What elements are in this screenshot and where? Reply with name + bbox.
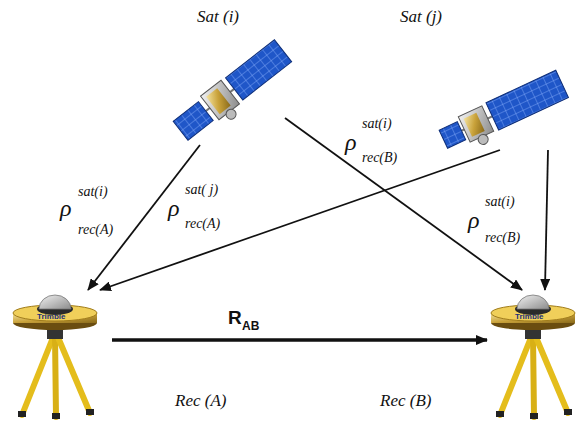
- node-label: Rec (B): [380, 392, 431, 411]
- satellite: Sat (i): [175, 40, 285, 145]
- signal-arrow: [112, 338, 487, 342]
- edge-symbol: ρ: [168, 196, 180, 220]
- superscript: sat( j): [185, 182, 218, 197]
- signal-arrow: [285, 118, 522, 290]
- superscript: sat(i): [362, 116, 392, 131]
- subscript: rec(B): [362, 150, 397, 165]
- node-label: Rec (A): [175, 392, 226, 411]
- superscript: sat(i): [78, 184, 108, 199]
- edge-symbol: ρ: [468, 208, 480, 232]
- subscript: rec(A): [78, 222, 113, 237]
- superscript: sat(i): [485, 194, 515, 209]
- subscript: rec(A): [185, 216, 220, 231]
- node-label: Sat (i): [197, 8, 239, 27]
- node-label: Sat (j): [400, 8, 442, 27]
- subscript: rec(B): [485, 230, 520, 245]
- signal-arrow: [545, 150, 548, 290]
- edge-symbol: ρ: [345, 130, 357, 154]
- brand-logo: Trimble: [515, 313, 543, 322]
- brand-logo: Trimble: [37, 313, 65, 322]
- signal-arrow: [100, 150, 500, 290]
- satellite: Sat (j): [440, 70, 575, 150]
- edge-symbol: R: [228, 308, 242, 327]
- signal-arrow: [88, 145, 200, 290]
- subscript: AB: [242, 320, 259, 333]
- edge-symbol: ρ: [60, 196, 72, 220]
- receiver: Rec (A): [5, 290, 112, 420]
- receiver: Rec (B): [487, 290, 578, 420]
